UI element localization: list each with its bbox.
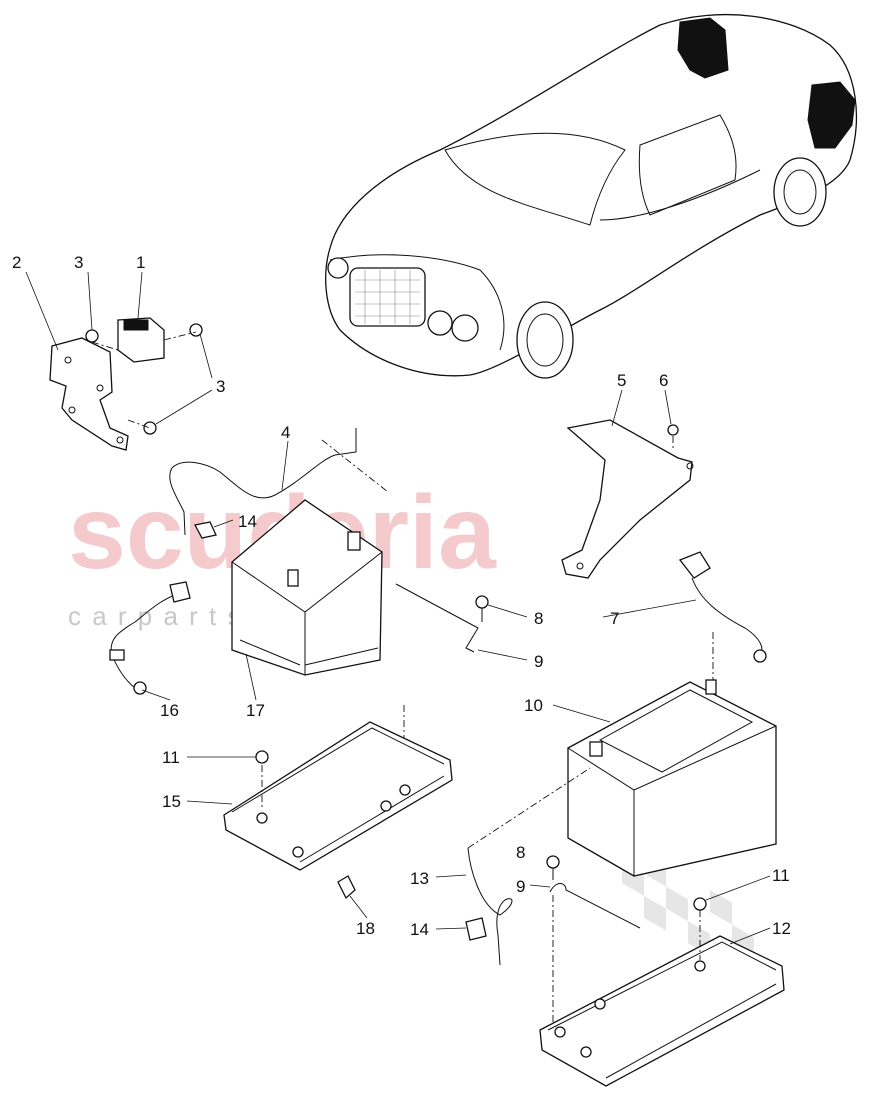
nut-part-6 — [667, 424, 679, 436]
clip-part-14-lower — [465, 917, 487, 941]
bolt-part-8-lower — [546, 855, 560, 880]
cable-part-16 — [109, 581, 191, 695]
battery-part-10 — [567, 679, 777, 877]
callout-1: 1 — [136, 253, 145, 272]
callout-17: 17 — [246, 701, 265, 720]
callout-9-upper: 9 — [534, 652, 543, 671]
callout-12: 12 — [772, 919, 791, 938]
holddown-part-9-lower — [549, 883, 641, 929]
callout-11-right: 11 — [772, 866, 790, 885]
callout-9-lower: 9 — [516, 877, 525, 896]
callout-5: 5 — [617, 371, 626, 390]
callout-11-left: 11 — [162, 748, 180, 767]
bolt-part-8-upper — [475, 595, 489, 622]
module-bracket-group — [49, 317, 203, 451]
callout-10: 10 — [524, 696, 543, 715]
callout-8-lower: 8 — [516, 843, 525, 862]
callout-3-lower: 3 — [216, 377, 225, 396]
tray-part-15 — [223, 721, 453, 871]
callout-labels: 1 2 3 3 4 5 6 7 8 8 9 9 10 11 11 12 13 1… — [12, 253, 791, 939]
callout-13: 13 — [410, 869, 429, 888]
nut-part-11-right — [693, 897, 707, 911]
cable-part-13 — [467, 847, 513, 966]
battery-part-17 — [231, 499, 383, 676]
bracket-part-5 — [561, 419, 694, 579]
callout-2: 2 — [12, 253, 21, 272]
callout-15: 15 — [162, 792, 181, 811]
callout-14-lower: 14 — [410, 920, 429, 939]
nut-part-11-left — [255, 750, 269, 764]
callout-4: 4 — [281, 423, 290, 442]
watermark-tagline: c a r p a r t s — [68, 601, 243, 631]
cable-part-4 — [169, 428, 357, 536]
callout-8-upper: 8 — [534, 609, 543, 628]
callout-6: 6 — [659, 371, 668, 390]
callout-14-upper: 14 — [238, 512, 257, 531]
clip-part-14-upper — [194, 521, 217, 539]
leader-lines — [25, 271, 771, 945]
callout-16: 16 — [160, 701, 179, 720]
clip-part-18 — [337, 875, 356, 900]
callout-7: 7 — [610, 609, 619, 628]
callout-18: 18 — [356, 919, 375, 938]
holddown-part-9-upper — [395, 583, 479, 653]
callout-3-upper: 3 — [74, 253, 83, 272]
car-illustration — [325, 13, 858, 379]
cable-part-7 — [678, 551, 767, 663]
tray-part-12 — [539, 935, 785, 1087]
